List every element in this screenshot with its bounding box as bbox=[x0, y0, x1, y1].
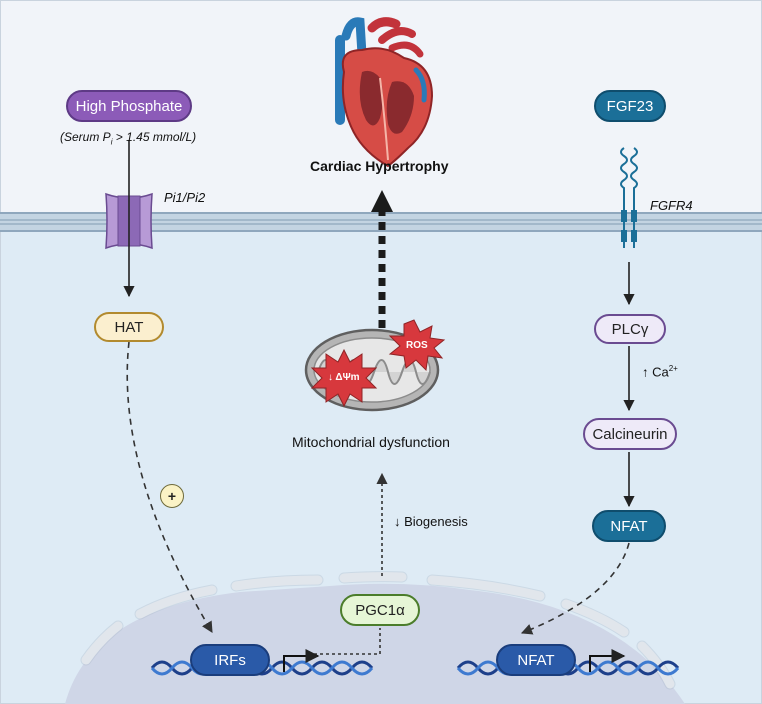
ros-burst-icon bbox=[388, 319, 446, 372]
membrane-potential-label: ↓ ΔΨm bbox=[328, 372, 360, 383]
fgf23-node: FGF23 bbox=[594, 90, 666, 122]
membrane-potential-burst-icon bbox=[310, 348, 378, 408]
biogenesis-label: ↓ Biogenesis bbox=[394, 514, 468, 529]
pgc1a-node: PGC1α bbox=[340, 594, 420, 626]
nfat-cytoplasm-node: NFAT bbox=[592, 510, 666, 542]
serum-phosphate-caption: (Serum Pi > 1.45 mmol/L) bbox=[60, 130, 197, 147]
heart-icon bbox=[335, 17, 434, 168]
receptor-icon bbox=[620, 147, 638, 248]
plcg-node: PLCγ bbox=[594, 314, 666, 344]
calcineurin-node: Calcineurin bbox=[583, 418, 677, 450]
receptor-label: FGFR4 bbox=[650, 198, 693, 213]
cardiac-hypertrophy-label: Cardiac Hypertrophy bbox=[310, 158, 449, 174]
ros-label: ROS bbox=[406, 340, 428, 351]
plus-sign: + bbox=[160, 484, 184, 508]
mitochondrial-dysfunction-label: Mitochondrial dysfunction bbox=[292, 434, 450, 450]
irfs-node: IRFs bbox=[190, 644, 270, 676]
hat-node: HAT bbox=[94, 312, 164, 342]
calcium-label: ↑ Ca2+ bbox=[642, 364, 678, 380]
high-phosphate-node: High Phosphate bbox=[66, 90, 192, 122]
transporter-label: Pi1/Pi2 bbox=[164, 190, 206, 205]
nfat-nucleus-node: NFAT bbox=[496, 644, 576, 676]
